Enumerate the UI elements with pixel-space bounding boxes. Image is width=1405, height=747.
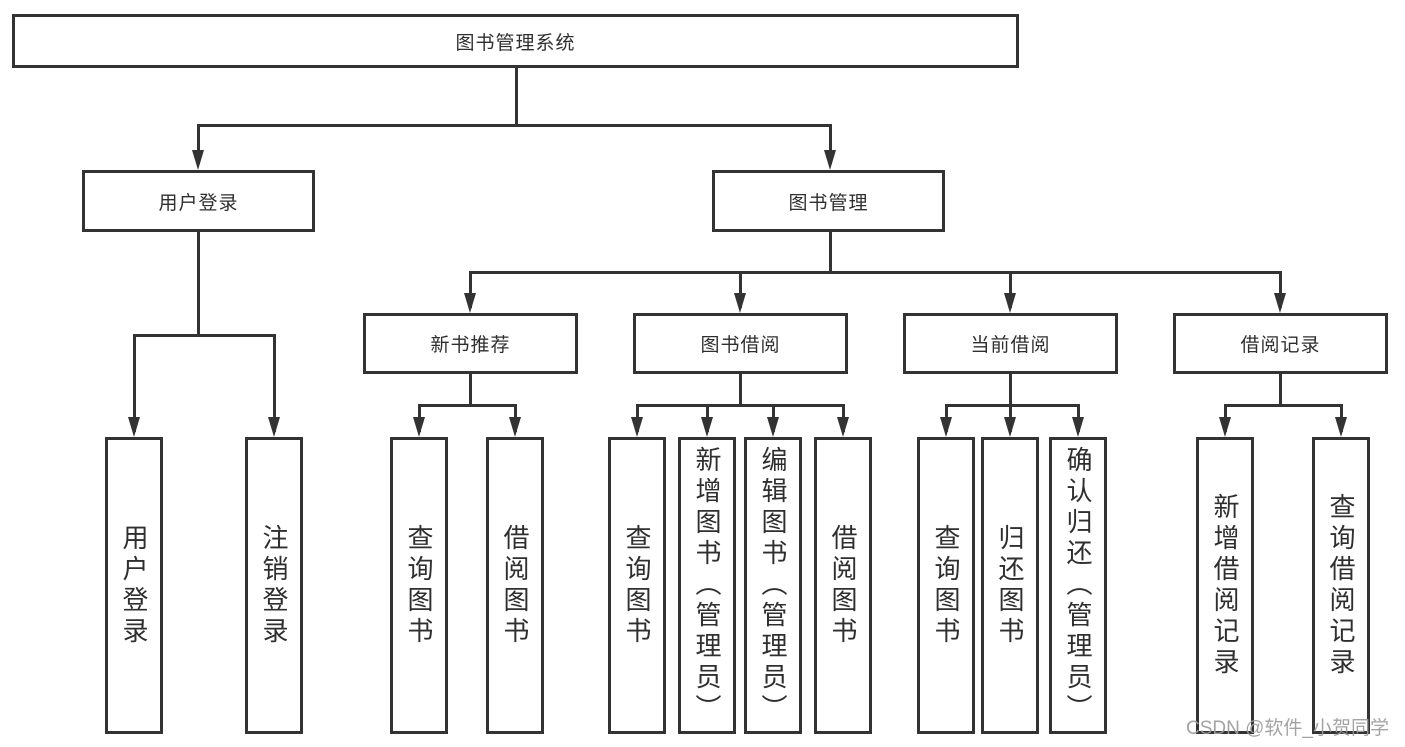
arrowhead-down-icon (767, 417, 779, 437)
node-label: 新增借阅记录 (1210, 492, 1240, 679)
arrowhead-down-icon (631, 417, 643, 437)
node-label: 借阅记录 (1240, 335, 1321, 356)
connector-vertical (469, 271, 472, 308)
node-label: 查询借阅记录 (1326, 492, 1356, 679)
arrowhead-down-icon (940, 417, 952, 437)
node-borrow-records: 借阅记录 (1173, 313, 1388, 374)
leaf-return-books: 归还图书 (981, 437, 1039, 734)
node-label: 查询图书 (931, 523, 961, 648)
node-label: 借阅图书 (500, 523, 530, 648)
connector-horizontal (469, 271, 1281, 274)
arrowhead-down-icon (1274, 293, 1286, 313)
node-current-borrow: 当前借阅 (903, 313, 1118, 374)
connector-horizontal (418, 404, 516, 407)
connector-vertical (133, 334, 136, 432)
leaf-add-books-admin: 新增图书（管理员） (678, 437, 736, 734)
leaf-query-borrow-record: 查询借阅记录 (1312, 437, 1370, 734)
leaf-borrow-books-recommend: 借阅图书 (486, 437, 544, 734)
arrowhead-down-icon (192, 150, 204, 170)
arrowhead-down-icon (413, 417, 425, 437)
node-book-management: 图书管理 (712, 170, 945, 232)
node-label: 查询图书 (404, 523, 434, 648)
node-label: 图书管理 (788, 192, 869, 214)
leaf-add-borrow-record: 新增借阅记录 (1196, 437, 1254, 734)
arrowhead-down-icon (1335, 417, 1347, 437)
node-label: 用户登录 (119, 523, 149, 648)
arrowhead-down-icon (824, 150, 836, 170)
node-label: 新书推荐 (430, 335, 511, 356)
connector-vertical (1009, 374, 1012, 406)
connector-vertical (829, 124, 832, 164)
node-user-login: 用户登录 (82, 170, 315, 232)
node-label: 借阅图书 (828, 523, 858, 648)
node-book-borrow: 图书借阅 (633, 313, 848, 374)
arrowhead-down-icon (837, 417, 849, 437)
node-label: 编辑图书（管理员） (758, 446, 788, 725)
arrowhead-down-icon (509, 417, 521, 437)
node-label: 当前借阅 (970, 335, 1051, 356)
connector-vertical (469, 374, 472, 406)
connector-vertical (515, 68, 518, 126)
node-label: 用户登录 (158, 192, 239, 214)
leaf-query-books-current: 查询图书 (917, 437, 975, 734)
connector-vertical (273, 334, 276, 432)
arrowhead-down-icon (1004, 293, 1016, 313)
connector-horizontal (198, 124, 831, 127)
arrowhead-down-icon (1219, 417, 1231, 437)
leaf-borrow-books: 借阅图书 (814, 437, 872, 734)
leaf-query-books-borrow: 查询图书 (608, 437, 666, 734)
arrowhead-down-icon (701, 417, 713, 437)
arrowhead-down-icon (128, 417, 140, 437)
node-label: 查询图书 (622, 523, 652, 648)
arrowhead-down-icon (734, 293, 746, 313)
connector-vertical (1279, 271, 1282, 308)
leaf-edit-books-admin: 编辑图书（管理员） (744, 437, 802, 734)
connector-horizontal (945, 404, 1079, 407)
node-label: 图书管理系统 (455, 32, 576, 54)
connector-horizontal (133, 334, 274, 337)
connector-vertical (197, 232, 200, 336)
connector-vertical (739, 271, 742, 308)
node-new-book-recommend: 新书推荐 (363, 313, 578, 374)
leaf-logout: 注销登录 (245, 437, 303, 734)
connector-vertical (1009, 271, 1012, 308)
connector-horizontal (636, 404, 844, 407)
csdn-watermark: CSDN @软件_小贺同学 (1186, 718, 1389, 739)
arrowhead-down-icon (268, 417, 280, 437)
arrowhead-down-icon (1004, 417, 1016, 437)
node-label: 确认归还（管理员） (1063, 446, 1093, 725)
arrowhead-down-icon (464, 293, 476, 313)
node-root-library-system: 图书管理系统 (12, 14, 1019, 68)
node-label: 归还图书 (995, 523, 1025, 648)
connector-vertical (197, 124, 200, 164)
leaf-user-login: 用户登录 (105, 437, 163, 734)
connector-vertical (829, 232, 832, 273)
leaf-query-books-recommend: 查询图书 (390, 437, 448, 734)
node-label: 注销登录 (259, 523, 289, 648)
node-label: 图书借阅 (700, 335, 781, 356)
connector-vertical (1279, 374, 1282, 406)
connector-horizontal (1224, 404, 1342, 407)
node-label: 新增图书（管理员） (692, 446, 722, 725)
arrowhead-down-icon (1072, 417, 1084, 437)
connector-vertical (739, 374, 742, 406)
leaf-confirm-return-admin: 确认归还（管理员） (1049, 437, 1107, 734)
